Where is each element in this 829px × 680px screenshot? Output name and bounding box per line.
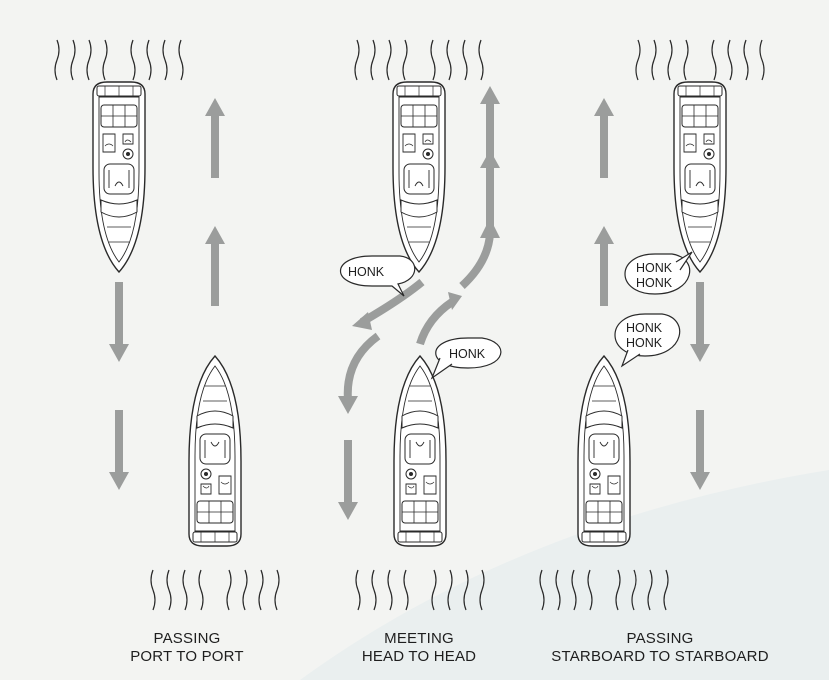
swerve-arrowhead: [352, 312, 372, 330]
caption-port-to-port: PASSING PORT TO PORT: [57, 630, 317, 666]
diagram-port-to-port: [54, 39, 280, 611]
diagram-starboard-to-starboard: HONK HONK HONK HONK: [539, 39, 765, 611]
direction-arrow: [109, 282, 129, 362]
boat-heading-down: [392, 81, 446, 273]
direction-arrow: [690, 410, 710, 490]
bubble-text: HONK: [449, 347, 486, 361]
diagram-head-to-head: HONK HONK: [338, 39, 502, 611]
bubble-text: HONK: [636, 261, 673, 275]
swerve-arrow: [343, 332, 381, 401]
wake-lines: [150, 569, 280, 611]
speech-bubble-honk-right: HONK: [430, 337, 502, 380]
boat-heading-up: [393, 355, 447, 547]
caption-line: PASSING: [626, 630, 694, 647]
caption-head-to-head: MEETING HEAD TO HEAD: [289, 630, 549, 666]
direction-arrow: [690, 282, 710, 362]
swerve-arrow: [459, 233, 494, 289]
direction-arrow: [594, 226, 614, 306]
boat-heading-up: [188, 355, 242, 547]
speech-bubble-honk-honk-top: HONK HONK: [624, 251, 693, 295]
caption-line: PASSING: [153, 630, 221, 647]
background-wash: [300, 470, 829, 680]
direction-arrow: [205, 226, 225, 306]
direction-arrow: [480, 150, 500, 230]
swerve-arrowhead: [338, 396, 358, 414]
caption-line: HEAD TO HEAD: [361, 648, 477, 665]
swerve-arrowhead: [448, 292, 462, 310]
speech-bubble-honk-honk-bottom: HONK HONK: [614, 313, 681, 368]
direction-arrow: [338, 440, 358, 520]
boat-heading-down: [673, 81, 727, 273]
direction-arrow: [594, 98, 614, 178]
caption-line: PORT TO PORT: [130, 648, 244, 665]
boat-heading-down: [92, 81, 146, 273]
bubble-text: HONK: [626, 321, 663, 335]
speech-bubble-honk-left: HONK: [340, 255, 416, 297]
caption-line: STARBOARD TO STARBOARD: [551, 648, 769, 665]
caption-line: MEETING: [384, 630, 454, 647]
direction-arrow: [109, 410, 129, 490]
bubble-text: HONK: [636, 276, 673, 290]
boat-heading-up: [577, 355, 631, 547]
bubble-text: HONK: [348, 265, 385, 279]
wake-lines: [354, 39, 484, 81]
caption-starboard-to-starboard: PASSING STARBOARD TO STARBOARD: [530, 630, 790, 666]
wake-lines: [635, 39, 765, 81]
swerve-arrow: [416, 298, 455, 346]
bubble-text: HONK: [626, 336, 663, 350]
direction-arrow: [205, 98, 225, 178]
swerve-arrow: [359, 278, 425, 326]
wake-lines: [54, 39, 184, 81]
